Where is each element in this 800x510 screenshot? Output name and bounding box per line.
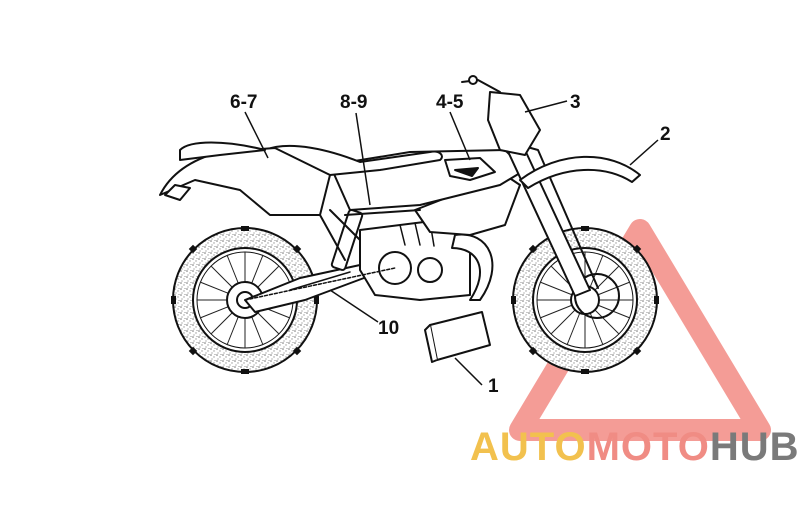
watermark-hub: HUB [710, 425, 800, 469]
leader-2 [629, 139, 659, 166]
callout-labels: 1 2 3 4-5 6-7 8-9 10 [230, 92, 671, 397]
front-wheel [511, 226, 659, 374]
callout-10: 10 [378, 318, 399, 339]
leader-6-7 [244, 111, 269, 159]
callout-1: 1 [488, 376, 499, 397]
decal-sleeve [424, 311, 491, 363]
leader-1 [454, 357, 483, 386]
callout-8-9: 8-9 [340, 92, 367, 113]
callout-4-5: 4-5 [436, 92, 464, 113]
leader-8-9 [355, 112, 371, 206]
callout-6-7: 6-7 [230, 92, 257, 113]
callout-2: 2 [660, 124, 671, 145]
svg-text:AUTOMOTOHUB: AUTOMOTOHUB [470, 425, 800, 469]
leader-lines [244, 100, 659, 386]
watermark-moto: MOTO [587, 425, 710, 469]
leader-3 [524, 100, 568, 113]
motorcycle-body [159, 75, 641, 313]
leader-10 [329, 289, 379, 323]
leader-4-5 [449, 111, 471, 161]
callout-3: 3 [570, 92, 581, 113]
watermark-logo: AUTOMOTOHUB [470, 425, 800, 469]
watermark-auto: AUTO [470, 425, 587, 469]
